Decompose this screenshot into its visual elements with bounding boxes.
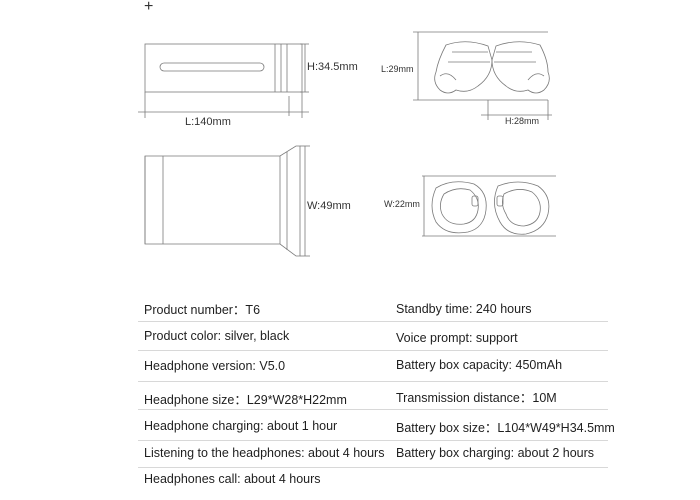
spec-battery-box-charging: Battery box charging: about 2 hours [396, 446, 595, 460]
earbud-height-label: H:28mm [505, 116, 540, 126]
spec-product-color: Product color: silver, black [144, 329, 290, 343]
spec-battery-capacity: Battery box capacity: 450mAh [396, 358, 563, 372]
spec-call-time: Headphones call: about 4 hours [144, 472, 321, 486]
earbud-top-view [422, 175, 556, 237]
case-top-view [138, 43, 309, 118]
spec-divider [138, 350, 608, 351]
spec-headphone-charging: Headphone charging: about 1 hour [144, 419, 338, 433]
spec-headphone-size: Headphone size：L29*W28*H22mm [144, 393, 347, 407]
spec-divider [138, 321, 608, 322]
spec-divider [138, 467, 608, 468]
case-height-label: H:34.5mm [307, 61, 358, 73]
spec-product-number: Product number：T6 [144, 303, 261, 317]
technical-drawings [138, 31, 556, 257]
earbud-side-view [413, 31, 552, 120]
case-front-view [144, 145, 310, 257]
earbud-length-label: L:29mm [381, 64, 414, 74]
spec-battery-box-size: Battery box size：L104*W49*H34.5mm [396, 421, 615, 435]
spec-listening-time: Listening to the headphones: about 4 hou… [144, 446, 385, 460]
case-length-label: L:140mm [185, 116, 231, 128]
spec-divider [138, 440, 608, 441]
crosshair-mark: + [144, 0, 154, 15]
spec-transmission-distance: Transmission distance：10M [396, 391, 557, 405]
spec-divider [138, 409, 608, 410]
spec-standby-time: Standby time: 240 hours [396, 302, 532, 316]
earbud-width-label: W:22mm [384, 199, 420, 209]
spec-voice-prompt: Voice prompt: support [396, 331, 518, 345]
case-width-label: W:49mm [307, 200, 351, 212]
spec-headphone-version: Headphone version: V5.0 [144, 359, 286, 373]
spec-divider [138, 381, 608, 382]
